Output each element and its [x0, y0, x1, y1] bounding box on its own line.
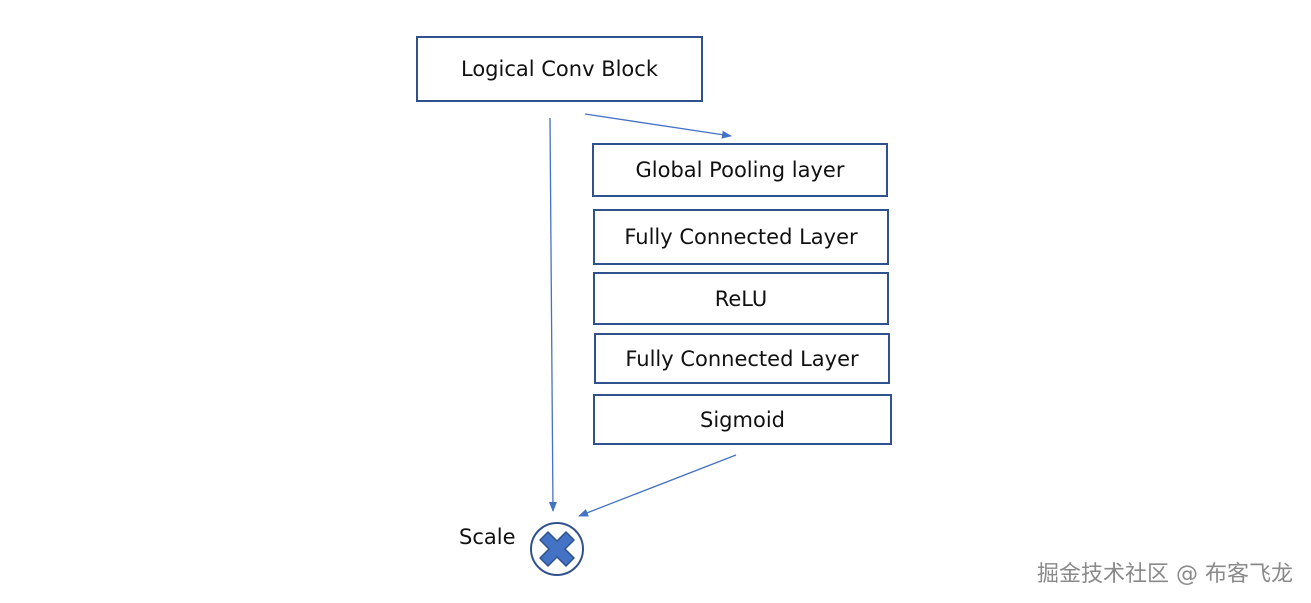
relu-block: ReLU: [593, 272, 889, 325]
sigmoid-label: Sigmoid: [700, 407, 785, 432]
logical-conv-block: Logical Conv Block: [416, 36, 703, 102]
relu-label: ReLU: [714, 286, 768, 311]
fully-connected-layer-2-label: Fully Connected Layer: [625, 346, 859, 371]
fully-connected-layer-1-block: Fully Connected Layer: [593, 209, 889, 265]
watermark: 掘金技术社区 @ 布客飞龙: [1037, 562, 1293, 587]
arrow-conv-to-pooling: [584, 113, 732, 139]
multiply-icon: [530, 522, 584, 576]
scale-label: Scale: [459, 525, 516, 549]
arrow-conv-to-scale: [548, 117, 557, 512]
arrow-sigmoid-to-scale: [578, 454, 737, 517]
logical-conv-block-label: Logical Conv Block: [461, 57, 658, 81]
fully-connected-layer-1-label: Fully Connected Layer: [624, 225, 858, 249]
global-pooling-layer-label: Global Pooling layer: [635, 158, 845, 182]
global-pooling-layer-block: Global Pooling layer: [592, 143, 888, 197]
sigmoid-block: Sigmoid: [593, 394, 892, 445]
fully-connected-layer-2-block: Fully Connected Layer: [594, 333, 890, 384]
